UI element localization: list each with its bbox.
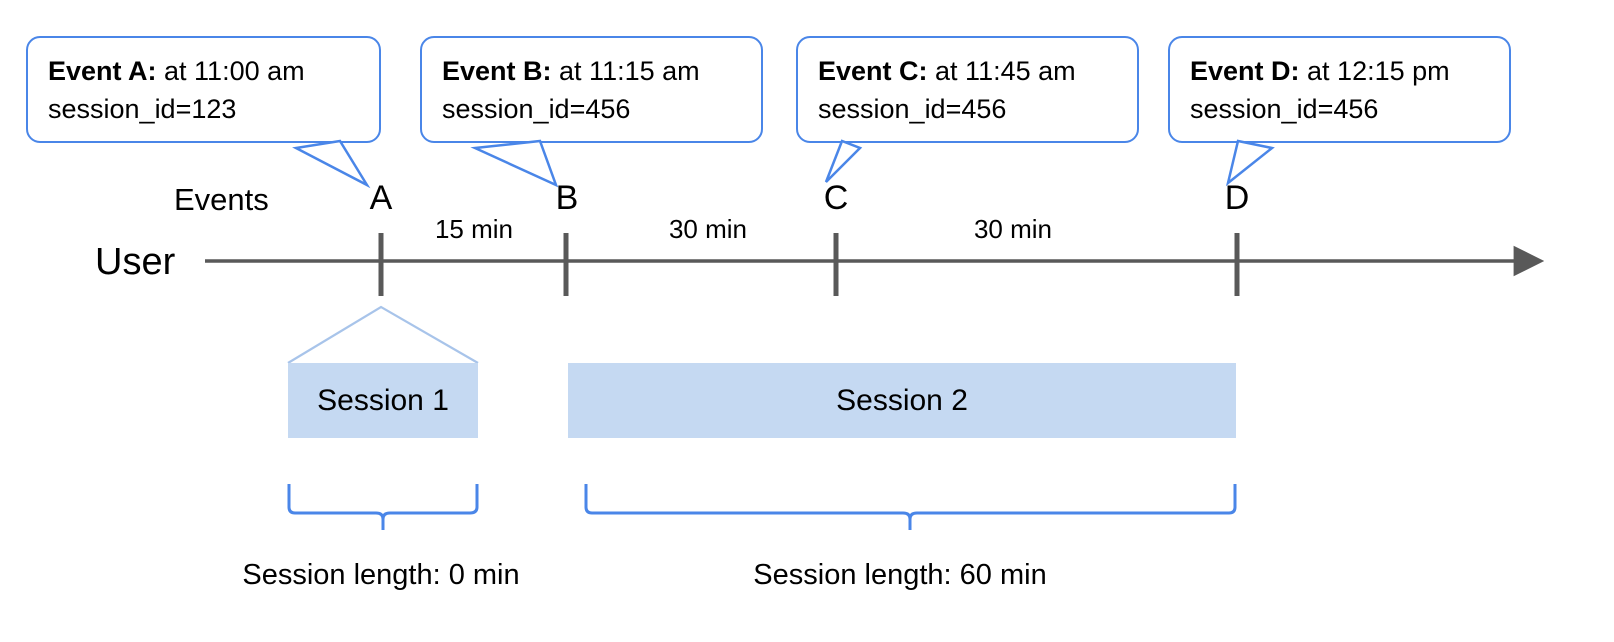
callout-d-session: session_id=456 [1190, 93, 1379, 124]
callout-a-time: at 11:00 am [156, 56, 305, 86]
session-1-funnel [287, 305, 479, 364]
callout-b-session: session_id=456 [442, 93, 631, 124]
session-bar-2: Session 2 [568, 363, 1236, 438]
callout-c-time: at 11:45 am [927, 56, 1076, 86]
row-label-events: Events [174, 182, 269, 217]
callout-c-title: Event C: [818, 56, 928, 86]
session-bar-1: Session 1 [288, 363, 478, 438]
session-1-length-label: Session length: 0 min [242, 559, 520, 591]
callout-b-title: Event B: [442, 56, 552, 86]
session-bar-1-label: Session 1 [317, 383, 449, 417]
gap-label-a-b: 15 min [434, 214, 514, 244]
session-2-length-label: Session length: 60 min [753, 559, 1047, 591]
gap-label-b-c: 30 min [668, 214, 748, 244]
callout-a-session: session_id=123 [48, 93, 237, 124]
callout-d-time: at 12:15 pm [1299, 56, 1450, 86]
callout-c-session: session_id=456 [818, 93, 1007, 124]
callout-a-title: Event A: [48, 56, 157, 86]
callout-c-tail [824, 139, 863, 183]
gap-label-c-d: 30 min [973, 214, 1053, 244]
session-bar-2-label: Session 2 [836, 383, 968, 417]
callout-d-tail [1225, 139, 1275, 187]
row-label-user: User [95, 241, 176, 283]
callout-b-time: at 11:15 am [551, 56, 700, 86]
event-letter-b: B [555, 179, 579, 217]
session-2-brace [584, 484, 1237, 530]
callout-event-a: Event A: at 11:00 am session_id=123 [26, 36, 381, 144]
callout-d-title: Event D: [1190, 56, 1300, 86]
session-1-brace [287, 484, 479, 530]
callout-a-tail [292, 139, 371, 189]
callout-event-d: Event D: at 12:15 pm session_id=456 [1168, 36, 1511, 144]
event-letter-d: D [1224, 179, 1250, 217]
callout-event-c: Event C: at 11:45 am session_id=456 [796, 36, 1139, 144]
event-letter-a: A [369, 179, 393, 217]
callout-event-b: Event B: at 11:15 am session_id=456 [420, 36, 763, 144]
event-letter-c: C [823, 179, 849, 217]
callout-b-tail [470, 139, 559, 188]
